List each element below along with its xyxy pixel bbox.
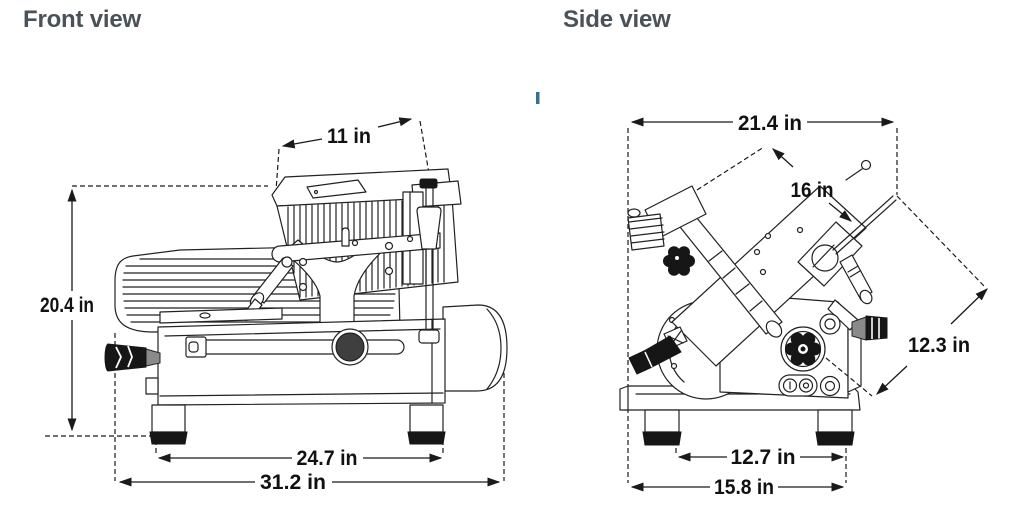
front-foot-span-label: 24.7 in xyxy=(297,447,358,470)
front-arm-pin xyxy=(341,227,350,247)
front-rod-cap xyxy=(419,178,438,189)
front-adjust-knob xyxy=(104,343,147,372)
front-base-tab xyxy=(145,377,159,395)
side-clamp-lever xyxy=(839,254,873,301)
side-guide-rod xyxy=(832,195,897,255)
front-tray-top-plate xyxy=(306,179,367,199)
front-left-foot xyxy=(151,404,186,433)
side-gauge-ring-top xyxy=(819,313,841,335)
side-gauge-ring-bottom xyxy=(819,375,841,397)
front-overall-width-label: 31.2 in xyxy=(260,471,326,494)
front-view-drawing xyxy=(104,168,508,445)
front-slide-slot xyxy=(187,339,405,355)
side-depth-label: 21.4 in xyxy=(738,112,802,135)
front-lock-knob xyxy=(335,332,365,362)
side-view-drawing xyxy=(619,159,897,446)
front-base-rail xyxy=(159,307,283,324)
front-motor-housing xyxy=(442,304,508,392)
side-tray-length-label: 16 in xyxy=(791,179,834,202)
dimension-annotations: 11 in 20.4 in 24.7 in 31.2 in 21.4 in 16… xyxy=(40,112,988,499)
side-carriage-tray xyxy=(671,185,867,367)
side-center-star-knob xyxy=(780,326,826,372)
side-thickness-knob xyxy=(865,315,888,341)
side-left-foot xyxy=(644,409,680,433)
side-base-depth-label: 15.8 in xyxy=(714,476,774,499)
side-right-foot xyxy=(817,409,853,433)
blue-artifact-mark xyxy=(536,92,540,104)
side-pusher-grip xyxy=(627,213,665,251)
front-view-title: Front view xyxy=(23,6,142,33)
front-base xyxy=(157,318,446,406)
side-foot-span-label: 12.7 in xyxy=(731,446,796,469)
side-tilt-handle xyxy=(628,335,682,375)
extension-lines-over xyxy=(825,195,986,397)
front-right-foot xyxy=(409,404,444,433)
side-pusher-star-knob xyxy=(663,246,695,276)
side-diagonal-label: 12.3 in xyxy=(908,334,970,357)
front-cone xyxy=(416,206,442,250)
front-tray-width-label: 11 in xyxy=(327,125,371,148)
front-height-label: 20.4 in xyxy=(40,294,94,317)
side-view-title: Side view xyxy=(563,6,671,33)
